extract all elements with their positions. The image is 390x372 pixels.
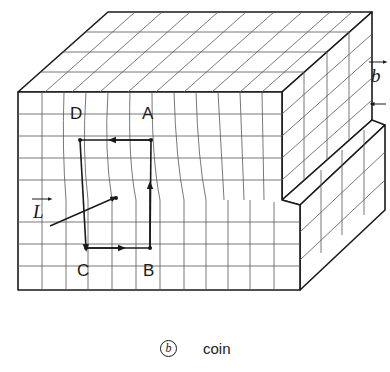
line-vector-label: L	[33, 202, 44, 221]
corner-letter: D	[70, 105, 82, 122]
burgers-vector-label: b	[371, 66, 381, 85]
corner-letter: A	[142, 105, 153, 122]
panel-letter: b	[160, 340, 177, 357]
corner-letter: C	[77, 262, 89, 279]
caption-word: coin	[203, 341, 231, 356]
corner-letter: B	[143, 262, 154, 279]
